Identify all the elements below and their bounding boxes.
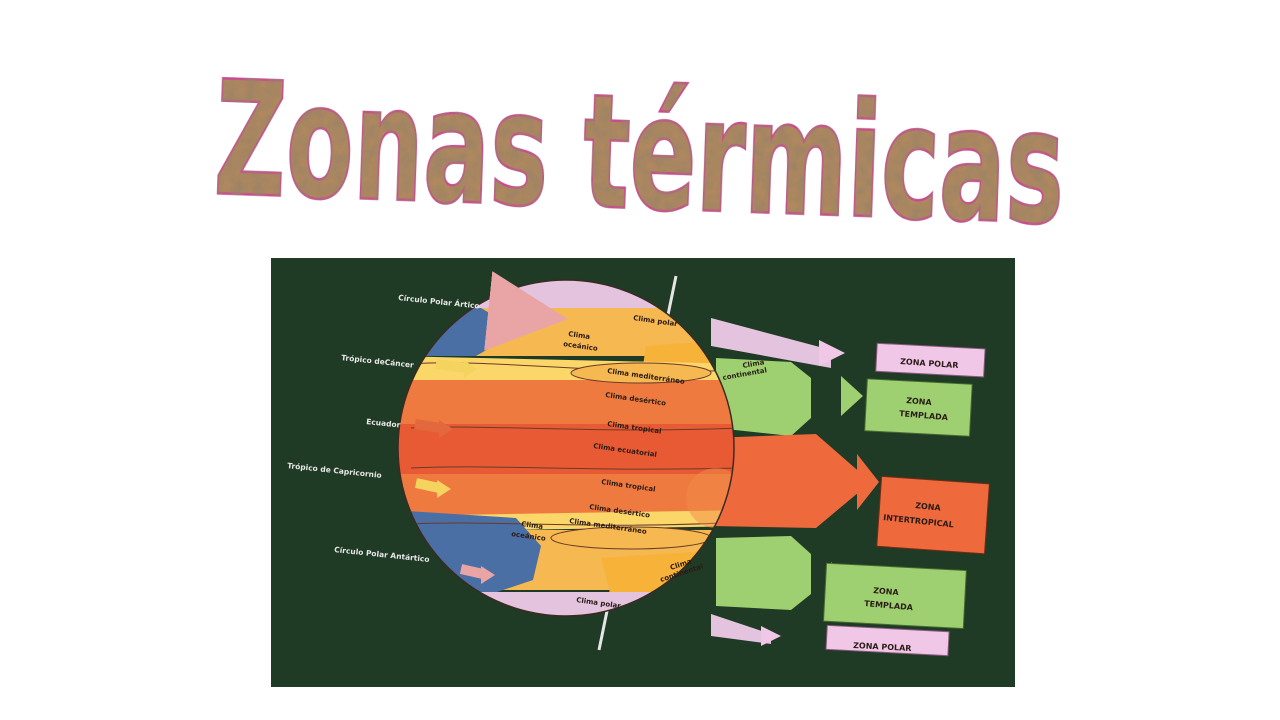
arrow-capricornio (414, 478, 441, 493)
polar-band-south (711, 614, 771, 644)
label-clima-oceanico-sur-1: Clima (521, 520, 544, 531)
intertropical-band (711, 434, 871, 528)
arrowhead-temperate-north (841, 376, 863, 416)
temperate-band-north (716, 358, 811, 436)
slide-title: Zonas térmicas (0, 30, 1280, 262)
label-ecuador: Ecuador (366, 417, 401, 430)
arrowhead-polar-north (819, 340, 845, 366)
arrow-ecuador (414, 419, 442, 433)
arrow-polar-south (459, 564, 485, 579)
arrow-capricornio-head (437, 480, 451, 498)
diagram-svg: Círculo Polar Ártico Trópico deCáncer Ec… (271, 258, 1015, 687)
zone-box-polar-north (875, 342, 986, 378)
label-zona-polar-sur: ZONA POLAR (853, 641, 912, 653)
label-clima-oceanico-norte-1: Clima (568, 330, 591, 341)
label-zona-templada-norte-1: ZONA (906, 396, 933, 407)
arrow-polar-north (484, 271, 568, 351)
label-zona-templada-sur-1: ZONA (873, 586, 900, 597)
zone-box-temperate-north (864, 378, 973, 437)
title-svg: Zonas térmicas (211, 46, 1069, 262)
arrow-cancer-head (464, 360, 477, 378)
label-clima-continental-norte-1: Clima (742, 358, 765, 370)
arrow-cancer (435, 359, 467, 373)
arrowhead-polar-south (761, 626, 781, 646)
temperate-band-south (716, 536, 811, 610)
label-zona-templada-sur-2: TEMPLADA (864, 599, 914, 612)
arrow-polar-south-head (481, 566, 495, 584)
label-zona-intertropical-1: ZONA (915, 501, 942, 513)
label-zona-polar-norte: ZONA POLAR (900, 357, 959, 370)
zone-box-polar-south (825, 624, 950, 657)
arrow-ecuador-head (439, 420, 453, 438)
thermal-zones-diagram: Círculo Polar Ártico Trópico deCáncer Ec… (271, 258, 1015, 687)
polar-band-north (711, 318, 831, 368)
zone-box-temperate-south (822, 562, 967, 629)
arrowhead-intertropical (857, 454, 879, 510)
title-text: Zonas térmicas (212, 47, 1068, 240)
label-zona-templada-norte-2: TEMPLADA (899, 409, 949, 422)
zone-box-intertropical (876, 475, 990, 555)
